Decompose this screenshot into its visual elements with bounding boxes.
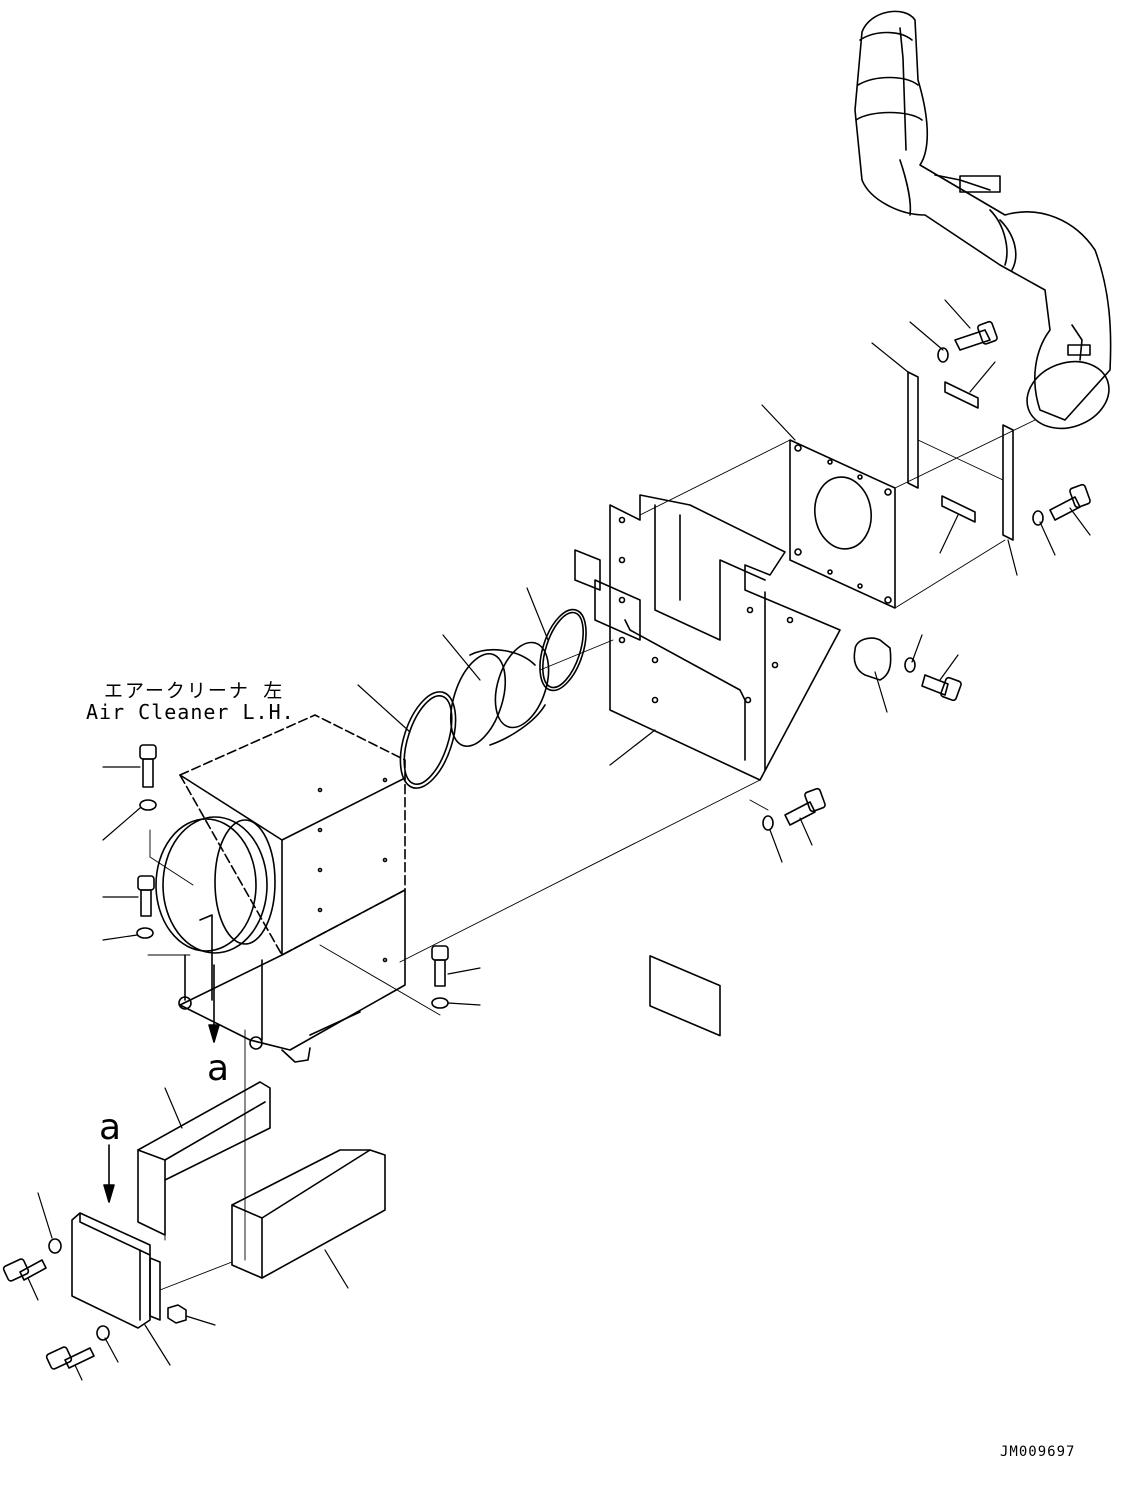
flange-plate [790,440,895,608]
air-cleaner-label-jp: エアークリーナ 左 [104,680,285,702]
washer-left-1 [140,800,156,810]
spacer-plate-upper [945,382,978,408]
bolt-bracket-lower [785,788,826,825]
bolt-box-upper [3,1258,46,1282]
washer-box-upper [49,1239,61,1253]
clamp-ring-front [390,685,467,795]
washer-left-2 [137,928,153,938]
spacer-plate-lower [942,496,975,522]
bolt-lower-center [432,946,448,986]
washer-bracket-lower [763,816,773,830]
view-marker-a-1: a [207,1048,230,1089]
intake-pipe [855,11,1118,439]
washer-box-lower [97,1326,109,1340]
mounting-strap-upper [908,372,918,488]
air-cleaner-label-en: Air Cleaner L.H. [86,700,295,724]
drawing-number: JM009697 [1000,1444,1076,1460]
washer-cover [905,658,915,672]
bolt-left-2 [138,876,154,916]
view-marker-a-2: a [99,1107,122,1148]
air-cleaner-box [156,715,405,1062]
bolt-left-1 [140,745,156,787]
bolt-box-lower [46,1346,94,1370]
leader-lines [28,300,1090,1380]
small-cover-box [72,1213,160,1328]
view-arrow-down-1 [209,965,219,1042]
view-arrow-down-2 [104,1145,114,1202]
alignment-lines [148,420,1035,1290]
bottom-cover-box [232,1150,385,1278]
bolt-right-mid [1050,484,1091,520]
washer-top-right [938,348,948,362]
cover-plate [854,638,890,680]
rubber-hose [440,636,558,753]
clamp-ring-rear [531,604,595,696]
nut-box [168,1305,186,1323]
bolt-cover [922,675,962,701]
washer-right-mid [1033,511,1043,525]
mounting-bracket [575,495,840,1036]
washer-lower-center [432,998,448,1008]
bolt-top-right [955,321,998,350]
mounting-strap-lower [1003,425,1013,540]
side-cover-long [138,1082,270,1235]
